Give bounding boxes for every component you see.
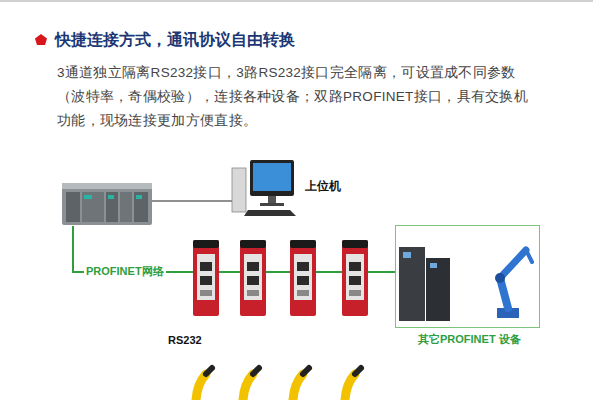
interface-label: RS232 [168,334,202,346]
device-group: 其它PROFINET 设备 [395,225,540,328]
network-label: PROFINET网络 [84,264,166,279]
plc-device [62,183,152,225]
group-frame [395,225,540,328]
group-label: 其它PROFINET 设备 [418,332,521,347]
heading: 快捷连接方式，通讯协议自由转换 [55,30,295,51]
ethernet-wire [152,200,232,201]
computer-icon [232,160,296,216]
device-label: 上位机 [305,178,341,195]
drive-cabinets [399,247,450,321]
bullet [35,34,47,45]
gateway-devices [193,240,368,316]
computer-node: 上位机 [228,156,298,218]
robot-arm [495,250,532,318]
description-text: 3通道独立隔离RS232接口，3路RS232接口完全隔离，可设置成不同参数（波特… [57,61,535,133]
top-rule [0,0,593,2]
rs232-cables [196,368,361,400]
